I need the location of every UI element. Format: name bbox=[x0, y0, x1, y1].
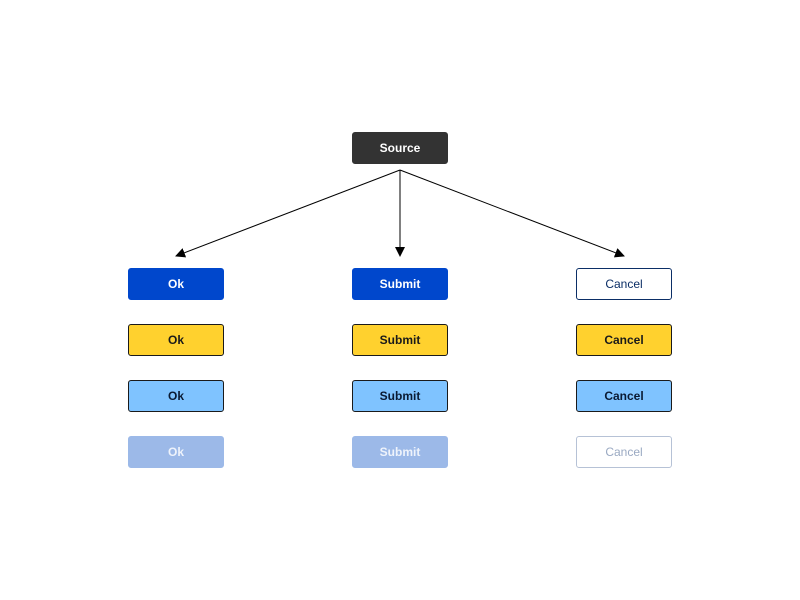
cancel-button-focus[interactable]: Cancel bbox=[576, 380, 672, 412]
submit-button-disabled: Submit bbox=[352, 436, 448, 468]
edge-source-to-ok bbox=[175, 169, 401, 258]
source-node: Source bbox=[352, 132, 448, 164]
cancel-button-default[interactable]: Cancel bbox=[576, 268, 672, 300]
submit-button-default[interactable]: Submit bbox=[352, 268, 448, 300]
ok-button-disabled: Ok bbox=[128, 436, 224, 468]
ok-button-hover[interactable]: Ok bbox=[128, 324, 224, 356]
submit-button-focus[interactable]: Submit bbox=[352, 380, 448, 412]
cancel-button-hover[interactable]: Cancel bbox=[576, 324, 672, 356]
edge-source-to-cancel bbox=[399, 169, 625, 258]
submit-button-hover[interactable]: Submit bbox=[352, 324, 448, 356]
ok-button-focus[interactable]: Ok bbox=[128, 380, 224, 412]
ok-button-default[interactable]: Ok bbox=[128, 268, 224, 300]
cancel-button-disabled: Cancel bbox=[576, 436, 672, 468]
